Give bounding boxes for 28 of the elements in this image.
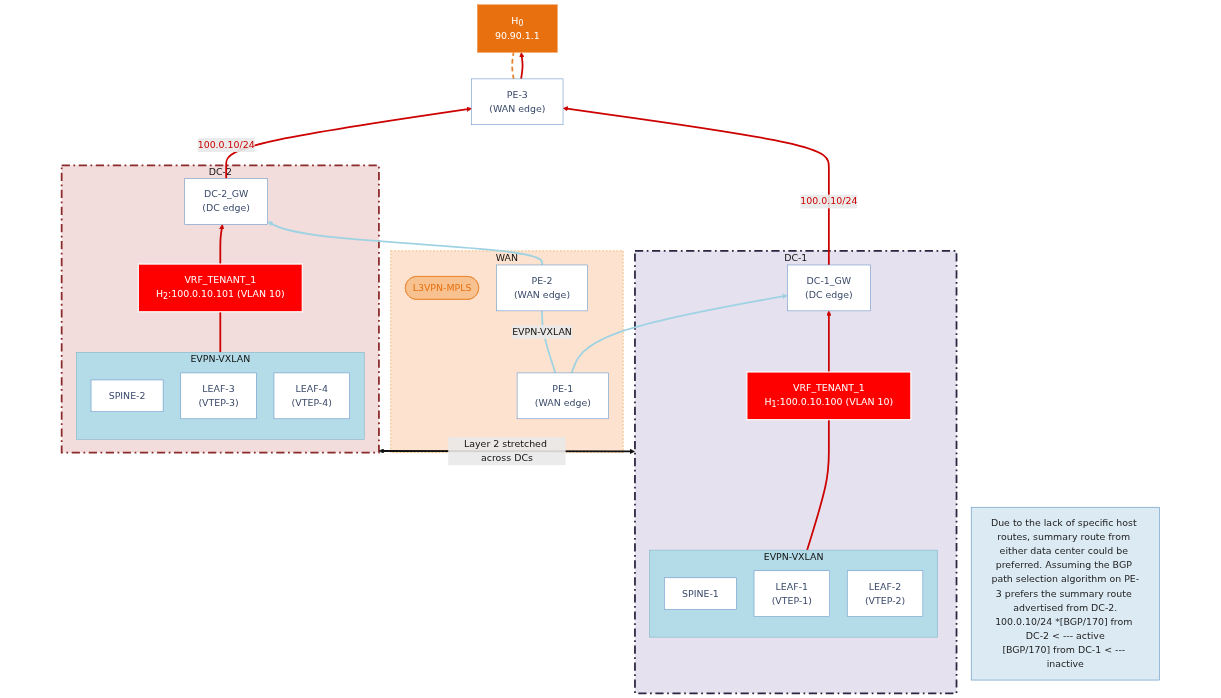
node-box: PE-3 (WAN edge) (471, 78, 564, 126)
edge-label: 100.0.10/24 (800, 195, 858, 207)
edge-label: EVPN-VXLAN (512, 326, 572, 338)
node-box: LEAF-1 (VTEP-1) (753, 570, 830, 617)
node-box: DC-2_GW (DC edge) (184, 178, 268, 225)
edge-label: 100.0.10/24 (197, 139, 255, 151)
arrow (826, 310, 832, 373)
arrow (267, 221, 543, 266)
node-box: PE-2 (WAN edge) (496, 264, 588, 312)
arrow (219, 224, 225, 265)
node-box: DC-1_GW (DC edge) (787, 264, 871, 312)
arrow (570, 293, 788, 374)
connector (219, 310, 222, 354)
node-box: Due to the lack of specific host routes, summary route from either data center could be preferred. Assuming the BGP path selection algorithm on PE-3 prefers the summary route advertised from DC-2. 100.0.10/24 *[BGP/170] from DC-2 < --- active [BGP/170] from DC-1 < --- inactive (970, 506, 1160, 681)
node-box: PE-1 (WAN edge) (516, 372, 609, 420)
node-box: LEAF-4 (VTEP-4) (273, 372, 350, 420)
arrow (225, 106, 472, 180)
node-box: VRF_TENANT_1 H$_{2}$:100.0.10.101 (VLAN 10) (137, 263, 303, 313)
node-box: SPINE-1 (664, 577, 737, 610)
connector (806, 418, 830, 552)
node-box: LEAF-3 (VTEP-3) (180, 372, 257, 420)
node-box: VRF_TENANT_1 H$_{1}$:100.0.10.100 (VLAN 10) (746, 371, 912, 421)
arrow (562, 106, 830, 266)
connector (511, 51, 515, 80)
node-box: H$_{0}$ 90.90.1.1 (476, 4, 558, 53)
arrow (519, 52, 525, 80)
node-box: SPINE-2 (90, 379, 164, 412)
node-box: LEAF-2 (VTEP-2) (846, 570, 924, 617)
